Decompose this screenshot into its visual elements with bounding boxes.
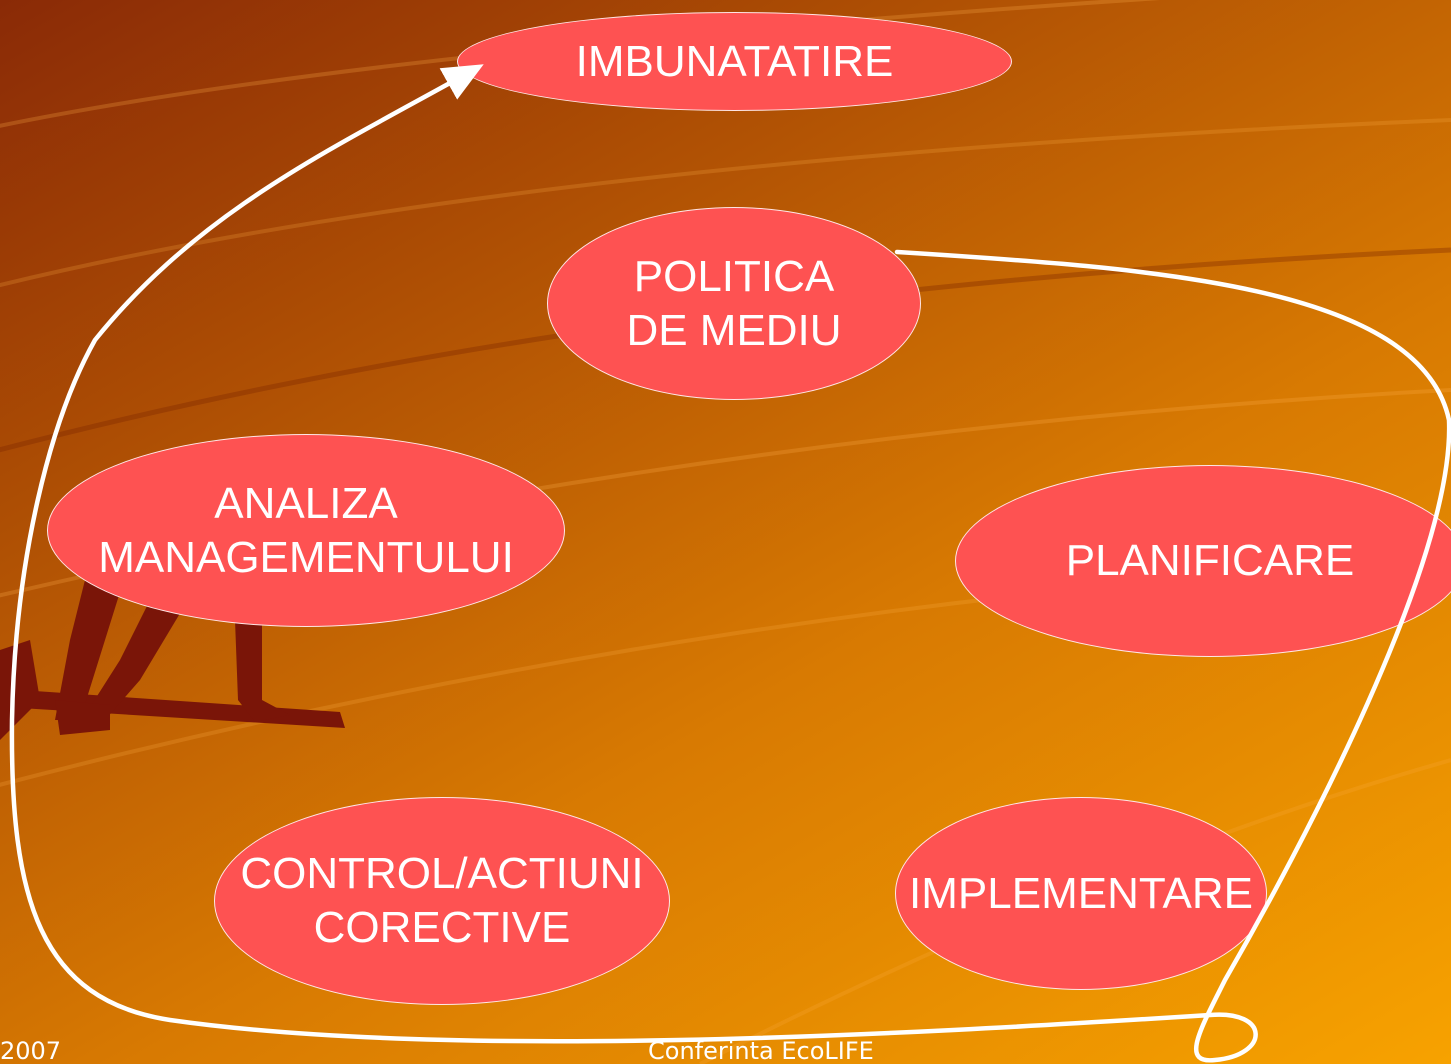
node-implementation: IMPLEMENTARE: [895, 797, 1267, 990]
node-environmental-policy: POLITICA DE MEDIU: [547, 207, 921, 400]
footer-event: Conferinta EcoLIFE: [648, 1037, 874, 1064]
node-control-corrective-actions: CONTROL/ACTIUNI CORECTIVE: [214, 797, 670, 1005]
node-planning: PLANIFICARE: [955, 465, 1451, 657]
node-management-review: ANALIZA MANAGEMENTULUI: [47, 434, 565, 627]
node-improvement: IMBUNATATIRE: [457, 12, 1012, 111]
footer-date: 2007: [0, 1037, 62, 1064]
